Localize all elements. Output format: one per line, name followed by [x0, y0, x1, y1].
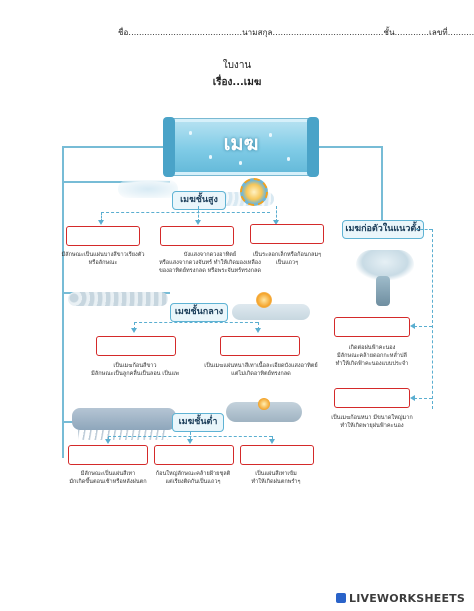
answer-box-middle-1[interactable]: [96, 336, 176, 356]
desc-vertical-2: เป็นเมฆก้อนหนา มีขนาดใหญ่มากทำให้เกิดพาย…: [331, 415, 413, 429]
arrow-vertical-1: [410, 323, 415, 329]
dash-vertical-top: [416, 229, 432, 230]
dash-vertical-1: [414, 326, 432, 327]
label-high-clouds: เมฆชั้นสูง: [172, 191, 226, 210]
student-info-line: ชื่อ....................................…: [118, 28, 474, 37]
rain-drop: [287, 157, 290, 161]
answer-box-vertical-2[interactable]: [334, 388, 410, 408]
dash-middle-2: [258, 322, 259, 330]
brand-name: LIVEWORKSHEETS: [349, 592, 465, 605]
arrow-high-1: [98, 220, 104, 225]
stratocumulus-cloud-image: [226, 402, 302, 422]
desc-low-3: เป็นแผ่นสีเทาเข้มทำให้เกิดฝนตกพรำๆ: [251, 471, 301, 485]
arrow-low-2: [187, 439, 193, 444]
dash-vertical: [432, 229, 433, 409]
desc-middle-1: เป็นเมฆก้อนสีขาวมีลักษณะเป็นลูกคลื่นเป็น…: [91, 363, 179, 377]
connector-left-vertical: [62, 146, 64, 458]
dash-vertical-2: [414, 398, 432, 399]
answer-box-vertical-1[interactable]: [334, 317, 410, 337]
label-vertical-clouds: เมฆก่อตัวในแนวตั้ง: [342, 220, 424, 239]
rain-drop: [209, 155, 212, 159]
altocumulus-cloud-image: [68, 292, 168, 306]
dash-high-3: [276, 206, 277, 222]
desc-high-1: มีลักษณะเป็นแผ่นบางสีขาวเรียงตัวหรือลักษ…: [61, 252, 145, 266]
cloud-banner: เมฆ: [163, 117, 319, 177]
dash-high-1: [101, 212, 102, 222]
arrow-high-3: [273, 220, 279, 225]
worksheet-title: ใบงาน: [222, 60, 252, 71]
answer-box-low-3[interactable]: [240, 445, 314, 465]
desc-high-2: บังแสงจากดวงอาทิตย์หรือแสงจากดวงจันทร์ ท…: [158, 252, 262, 274]
worksheet-subject: เรื่อง...เมฆ: [212, 77, 262, 88]
brand-mark-icon: [336, 593, 346, 603]
dash-high-2: [198, 206, 199, 222]
rain-drop: [239, 161, 242, 165]
cirrus-cloud-image: [118, 180, 178, 198]
dash-low-3: [272, 436, 273, 440]
label-low-clouds: เมฆชั้นต่ำ: [172, 413, 224, 432]
answer-box-high-1[interactable]: [66, 226, 140, 246]
rain-streaks: [78, 430, 168, 440]
answer-box-high-3[interactable]: [250, 224, 324, 244]
connector-top-left: [62, 146, 168, 148]
rain-drop: [189, 131, 192, 135]
connector-high: [62, 181, 170, 183]
desc-low-1: มีลักษณะเป็นแผ่นสีเทามักเกิดขึ้นตอนเช้าห…: [69, 471, 147, 485]
desc-low-2: ก้อนใหญ่ลักษณะคล้ายฝ้ายชุลติแต่เรียงติดก…: [155, 471, 231, 485]
connector-top-right: [312, 146, 382, 148]
arrow-low-1: [105, 439, 111, 444]
answer-box-high-2[interactable]: [160, 226, 234, 246]
banner-title: เมฆ: [223, 131, 259, 155]
arrow-middle-1: [131, 328, 137, 333]
arrow-high-2: [195, 220, 201, 225]
cloud-column: [376, 276, 390, 306]
dash-low-1: [108, 436, 109, 440]
banner-cap-right: [307, 117, 319, 177]
sun-icon: [256, 292, 272, 308]
arrow-low-3: [269, 439, 275, 444]
answer-box-middle-2[interactable]: [220, 336, 300, 356]
dash-middle: [134, 322, 258, 323]
stratus-cloud-image: [72, 408, 176, 430]
sun-low-icon: [258, 398, 270, 410]
answer-box-low-2[interactable]: [154, 445, 234, 465]
desc-middle-2: เป็นเมฆแผ่นหนาสีเทาเนื้อละเอียดบังแสงอาท…: [204, 363, 318, 377]
sun-halo-icon: [240, 178, 268, 206]
cumulonimbus-cloud-image: [356, 250, 414, 280]
connector-right-vertical: [381, 146, 383, 220]
banner-cap-left: [163, 117, 175, 177]
dash-middle-1: [134, 322, 135, 330]
liveworksheets-logo[interactable]: LIVEWORKSHEETS: [336, 592, 465, 605]
altostratus-cloud-image: [232, 304, 310, 320]
dash-low-2: [190, 432, 191, 440]
arrow-vertical-2: [410, 395, 415, 401]
desc-vertical-1: เกิดต่อฝนฟ้าคะนองมีลักษณะคล้ายดอกกะหล่ำป…: [335, 345, 409, 367]
rain-drop: [269, 133, 272, 137]
dash-high: [101, 212, 270, 213]
label-middle-clouds: เมฆชั้นกลาง: [170, 303, 228, 322]
arrow-middle-2: [255, 328, 261, 333]
answer-box-low-1[interactable]: [68, 445, 148, 465]
desc-high-3: เป็นระลอกเล็กหรือก้อนกลมๆเป็นแถวๆ: [252, 252, 322, 266]
